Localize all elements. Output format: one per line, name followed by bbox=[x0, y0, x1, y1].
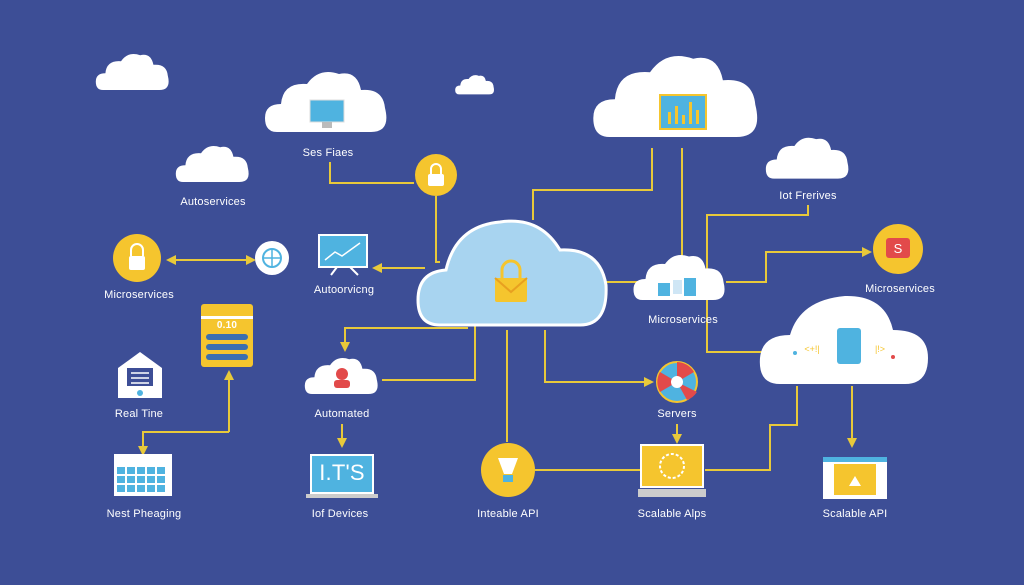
svg-text:S: S bbox=[894, 241, 903, 256]
connector bbox=[544, 330, 654, 387]
node-label: Ses Fiaes bbox=[302, 147, 354, 159]
connector bbox=[705, 386, 798, 471]
panel-value: 0.10 bbox=[216, 320, 238, 331]
connector bbox=[435, 196, 440, 263]
lock-icon[interactable] bbox=[113, 234, 161, 282]
browser-window-icon[interactable] bbox=[823, 457, 887, 499]
cloud-icon bbox=[95, 53, 169, 90]
connector bbox=[138, 431, 229, 456]
mobile-cloud[interactable]: <+!| |!> bbox=[759, 295, 928, 384]
node-label: Nest Pheaging bbox=[106, 508, 182, 520]
node-label: Scalable Alps bbox=[637, 508, 707, 520]
house-document-icon[interactable] bbox=[118, 352, 162, 398]
node-label: Microservices bbox=[648, 314, 718, 326]
node-label: Scalable API bbox=[822, 508, 888, 520]
connector bbox=[532, 148, 653, 220]
connector bbox=[706, 205, 809, 353]
s-badge-icon[interactable]: S bbox=[873, 224, 923, 274]
cloud-icon bbox=[455, 75, 495, 95]
calendar-icon[interactable] bbox=[114, 454, 172, 496]
connector bbox=[726, 247, 872, 283]
presentation-chart-icon[interactable] bbox=[318, 234, 368, 276]
connector bbox=[329, 162, 414, 184]
node-label: Autoservices bbox=[180, 196, 246, 208]
node-label: Microservices bbox=[104, 289, 174, 301]
laptop-clock-icon[interactable] bbox=[638, 444, 706, 497]
globe-icon[interactable] bbox=[255, 241, 289, 275]
wheel-icon[interactable] bbox=[656, 361, 698, 403]
cloud-icon bbox=[765, 137, 849, 179]
cloud-user-icon[interactable] bbox=[304, 357, 378, 394]
cloud-devices-icon[interactable] bbox=[633, 254, 725, 300]
lightbulb-icon[interactable] bbox=[481, 443, 535, 497]
ses-files-node[interactable] bbox=[265, 71, 387, 132]
node-label: Microservices bbox=[865, 283, 935, 295]
node-label: Inteable API bbox=[477, 508, 539, 520]
svg-text:|!>: |!> bbox=[875, 344, 885, 354]
node-label: Servers bbox=[657, 408, 697, 420]
central-cloud[interactable] bbox=[416, 219, 608, 327]
node-label: Iof Devices bbox=[311, 508, 369, 520]
node-label: Autoorvicng bbox=[313, 284, 375, 296]
analytics-cloud[interactable] bbox=[593, 55, 758, 137]
connector bbox=[382, 322, 476, 381]
cloud-icon bbox=[175, 145, 249, 182]
node-label: Iot Frerives bbox=[779, 190, 837, 202]
laptop-screen-text: I.T'S bbox=[319, 460, 365, 485]
connector bbox=[340, 327, 468, 352]
mobile-panel-icon[interactable] bbox=[201, 304, 253, 367]
node-label: Real Tine bbox=[114, 408, 164, 420]
node-label: Automated bbox=[314, 408, 370, 420]
lock-icon[interactable] bbox=[415, 154, 457, 196]
connectors bbox=[138, 148, 872, 471]
laptop-icon[interactable] bbox=[306, 454, 378, 498]
svg-text:<+!|: <+!| bbox=[804, 344, 819, 354]
